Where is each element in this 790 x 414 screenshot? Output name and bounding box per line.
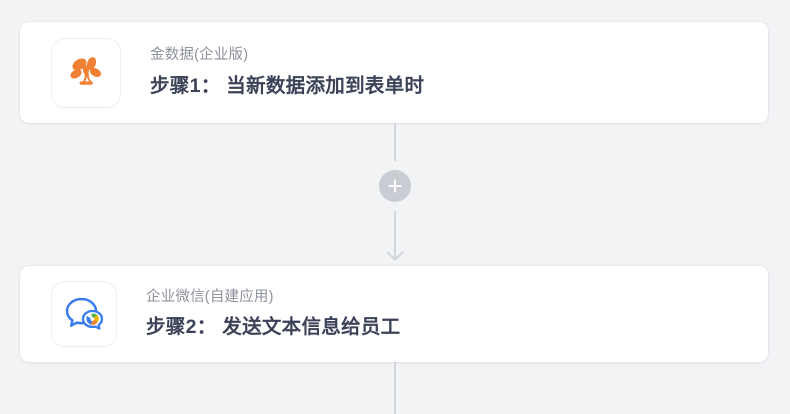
jinshuju-tree-logo-icon: [64, 51, 108, 95]
step-2-app-name: 企业微信(自建应用): [146, 288, 274, 305]
step-2-text-block: 企业微信(自建应用) 步骤2： 发送文本信息给员工: [146, 288, 400, 341]
wecom-chat-bubble-logo-icon: [62, 292, 106, 336]
connector-line-trailing: [394, 362, 396, 414]
connector-line-lower: [394, 211, 396, 244]
arrow-down-icon: [382, 243, 408, 266]
step-2-title: 步骤2： 发送文本信息给员工: [146, 316, 401, 339]
step-1-app-icon-tile: [52, 38, 120, 107]
step-1-app-name: 金数据(企业版): [150, 47, 249, 64]
step-2-app-icon-tile: [52, 282, 116, 346]
connector-line-upper: [394, 123, 396, 161]
plus-icon: [386, 177, 404, 195]
step-1-title: 步骤1： 当新数据添加到表单时: [150, 74, 425, 97]
connector-step1-to-step2: [0, 123, 790, 266]
step-1-text-block: 金数据(企业版) 步骤1： 当新数据添加到表单时: [150, 46, 424, 99]
add-step-button[interactable]: [379, 170, 411, 202]
workflow-step-card-1[interactable]: 金数据(企业版) 步骤1： 当新数据添加到表单时: [20, 22, 768, 123]
workflow-step-card-2[interactable]: 企业微信(自建应用) 步骤2： 发送文本信息给员工: [20, 266, 768, 362]
connector-trailing: [0, 362, 790, 414]
